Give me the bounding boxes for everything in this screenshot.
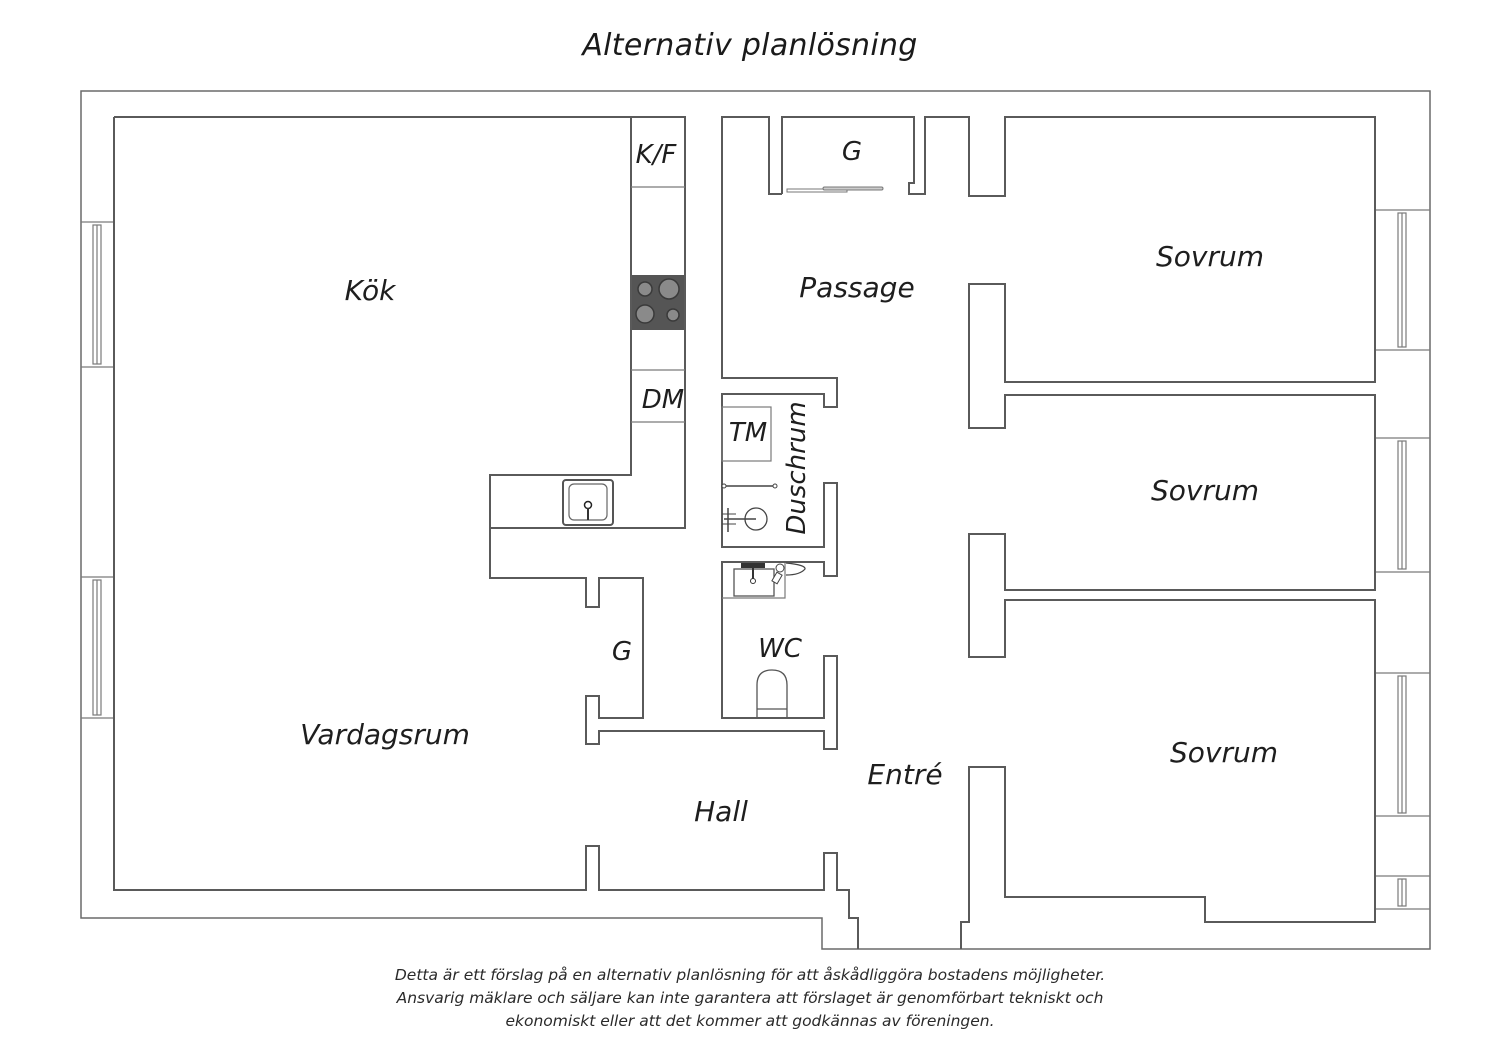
kitchen-counter <box>490 116 686 529</box>
disclaimer-line: Detta är ett förslag på en alternativ pl… <box>394 966 1106 984</box>
sink-icon <box>562 479 614 526</box>
window-icon <box>81 221 114 368</box>
room-label-hall: Hall <box>694 795 748 828</box>
window-icon <box>1375 437 1430 573</box>
room-label-kok: Kök <box>345 274 397 307</box>
room-label-g-hall: G <box>612 637 632 667</box>
sliding-door-icon <box>786 186 884 193</box>
disclaimer: Detta är ett förslag på en alternativ pl… <box>300 964 1200 1033</box>
washing-machine <box>721 406 772 462</box>
room-label-tm: TM <box>729 418 767 448</box>
room-label-wc: WC <box>758 634 803 664</box>
window-icon <box>1375 209 1430 351</box>
window-icon <box>1375 672 1430 817</box>
room-label-g-passage: G <box>842 137 862 167</box>
room-label-vardagsrum: Vardagsrum <box>300 718 470 751</box>
room-label-entre: Entré <box>867 758 942 791</box>
page-title: Alternativ planlösning <box>582 28 918 63</box>
disclaimer-line: Ansvarig mäklare och säljare kan inte ga… <box>396 989 1104 1007</box>
toilet-icon <box>756 669 788 717</box>
room-label-sovrum-2: Sovrum <box>1151 474 1259 507</box>
room-label-dm: DM <box>642 385 684 415</box>
window-icon <box>1375 875 1430 910</box>
room-label-sovrum-3: Sovrum <box>1170 736 1278 769</box>
room-label-kf: K/F <box>636 140 678 170</box>
stove-icon <box>632 275 684 330</box>
living-kitchen-wall <box>114 116 838 750</box>
room-label-passage: Passage <box>799 271 914 304</box>
shower-icon <box>721 483 778 532</box>
washbasin-icon <box>722 562 806 599</box>
room-label-sovrum-1: Sovrum <box>1156 240 1264 273</box>
window-icon <box>81 576 114 719</box>
outer-wall <box>80 90 1431 950</box>
room-label-duschrum: Duschrum <box>782 401 812 534</box>
disclaimer-line: ekonomiskt eller att det kommer att godk… <box>505 1012 995 1030</box>
